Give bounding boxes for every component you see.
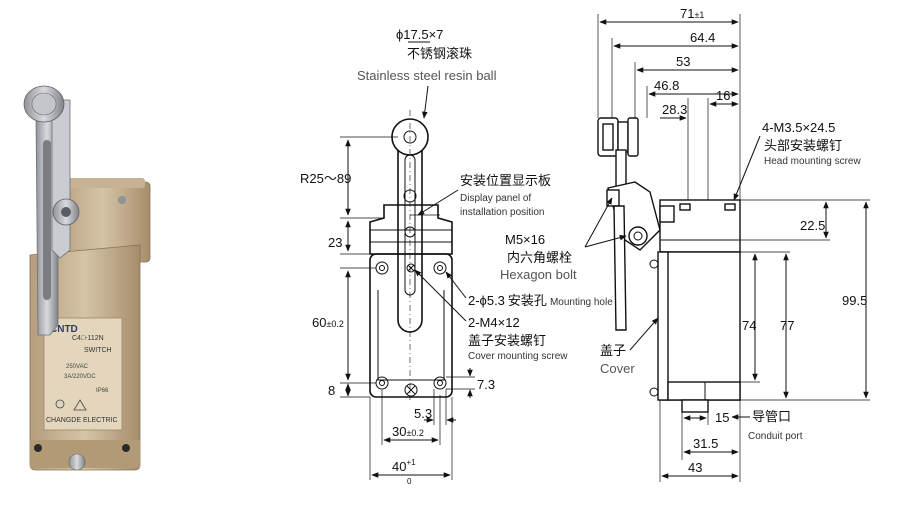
dim-31-5: 31.5 (693, 436, 718, 451)
side-body (659, 251, 741, 401)
dim-71: 71±1 (680, 6, 704, 21)
dim-30: 30±0.2 (392, 424, 424, 439)
front-head (369, 204, 453, 255)
cert-mark-icon (55, 399, 65, 409)
side-cover (657, 251, 669, 401)
cover-screw-spec: 2-M4×12 (468, 315, 520, 330)
dim-77: 77 (780, 318, 794, 333)
dim-64-4: 64.4 (690, 30, 715, 45)
front-view: ϕ17.5×7 不锈钢滚珠 Stainless steel resin ball (300, 27, 613, 486)
hex-bolt-cn: 内六角螺栓 (507, 250, 572, 265)
dim-40: 40+1 (392, 458, 416, 474)
cover-label-en: Cover (600, 361, 635, 376)
label-rating-ac: 250VAC (66, 364, 89, 370)
mount-hole-bottom-right (433, 376, 447, 390)
product-photo: CNTD C4□-112N SWITCH 250VAC 3A/220VDC IP… (23, 85, 151, 471)
lever-arm-back (51, 99, 71, 259)
label-type: SWITCH (84, 347, 112, 354)
conduit-label-en: Conduit port (748, 431, 803, 442)
dim-15: 15 (715, 410, 729, 425)
head-screw-spec: 4-M3.5×24.5 (762, 120, 835, 135)
cover-label-cn: 盖子 (600, 343, 626, 358)
conduit-label-cn: 导管口 (752, 409, 791, 424)
switch-head-top (60, 178, 145, 188)
dim-5-3: 5.3 (414, 406, 432, 421)
dim-74: 74 (742, 318, 756, 333)
head-screw (118, 196, 126, 204)
ball-spec: ϕ17.5×7 (396, 27, 443, 42)
conduit-port (681, 399, 709, 413)
product-label: CNTD C4□-112N SWITCH 250VAC 3A/220VDC IP… (43, 317, 123, 431)
hex-bolt-en: Hexagon bolt (500, 267, 577, 282)
dim-43: 43 (688, 460, 702, 475)
label-model: C4□-112N (72, 335, 104, 342)
front-roller-axle (403, 130, 417, 144)
dim-40-tol-down: 0 (407, 477, 412, 486)
display-panel-cn: 安装位置显示板 (460, 173, 551, 188)
dim-99-5: 99.5 (842, 293, 867, 308)
dim-60: 60±0.2 (312, 315, 344, 330)
ball-spec-cn: 不锈钢滚珠 (407, 46, 472, 61)
lever-slot (43, 140, 51, 300)
label-rating-dc: 3A/220VDC (64, 374, 96, 380)
label-brand: CNTD (50, 324, 78, 335)
mount-hole-bottom-left (375, 376, 389, 390)
head-screw-en: Head mounting screw (764, 156, 861, 167)
roller-face (31, 92, 57, 116)
conduit-screw (68, 453, 86, 471)
display-panel-en-1: Display panel of (460, 193, 531, 204)
label-maker: CHANGDE ELECTRIC (46, 417, 118, 424)
dim-23: 23 (328, 235, 342, 250)
side-view: 71±1 64.4 53 46.8 28.3 16 (500, 6, 870, 482)
hexagon-bolt (628, 226, 648, 246)
head-screw-cn: 头部安装螺钉 (764, 138, 842, 153)
cover-screw-top (406, 263, 416, 273)
warning-triangle-icon (73, 399, 87, 411)
ball-spec-en: Stainless steel resin ball (357, 68, 497, 83)
dim-46-8: 46.8 (654, 78, 679, 93)
dim-radius: R25～89 (300, 171, 351, 186)
front-body (369, 253, 453, 398)
mount-hole-top-left (375, 261, 389, 275)
body-screw-left (34, 444, 42, 452)
side-long-lever (613, 205, 627, 331)
hex-bolt-spec: M5×16 (505, 232, 545, 247)
cover-screw-bottom (404, 383, 418, 397)
hub-bolt (61, 207, 71, 217)
dim-16: 16 (716, 88, 730, 103)
cover-screw-cn: 盖子安装螺钉 (468, 333, 546, 348)
dim-28-3: 28.3 (662, 102, 687, 117)
dim-22-5: 22.5 (800, 218, 825, 233)
dim-8: 8 (328, 383, 335, 398)
dim-7-3: 7.3 (477, 377, 495, 392)
body-screw-right (122, 444, 130, 452)
dim-53: 53 (676, 54, 690, 69)
mount-hole-top-right (433, 261, 447, 275)
cover-screw-en: Cover mounting screw (468, 351, 568, 362)
label-ip: IP66 (96, 388, 109, 394)
display-panel-en-2: installation position (460, 207, 545, 218)
